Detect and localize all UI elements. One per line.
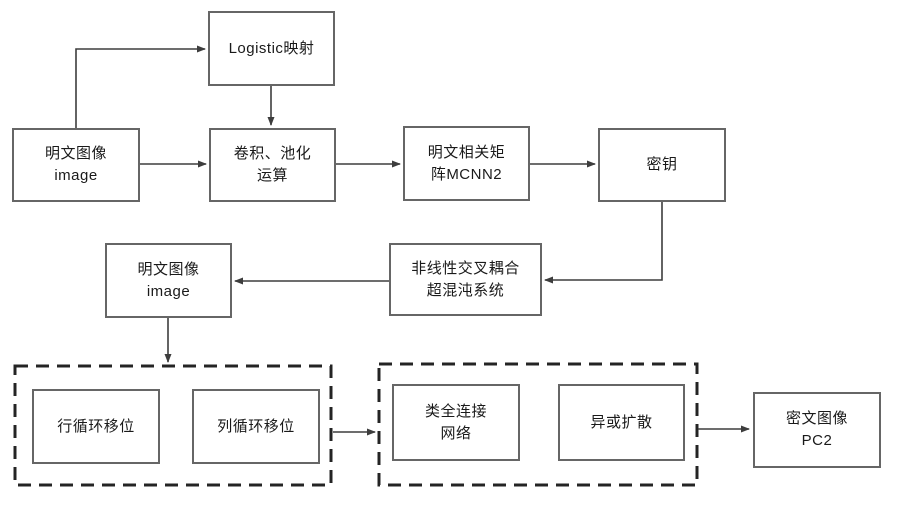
arrow-key-to-hyperchaos — [544, 202, 663, 284]
diffusion-group-dashed-box — [377, 362, 699, 487]
node-hyperchaotic-system-label: 非线性交叉耦合 超混沌系统 — [411, 259, 520, 299]
node-fully-connected-network-label: 类全连接 网络 — [424, 402, 487, 442]
node-plain-image-1-label: 明文图像 image — [44, 145, 107, 184]
node-cipher-image: 密文图像 PC2 — [753, 392, 881, 468]
permutation-group-dashed-box — [13, 364, 333, 487]
node-plaintext-correlation-matrix: 明文相关矩 阵MCNN2 — [403, 126, 530, 201]
node-secret-key-label: 密钥 — [646, 156, 678, 174]
node-column-circular-shift: 列循环移位 — [192, 389, 320, 464]
node-row-circular-shift-label: 行循环移位 — [57, 417, 135, 435]
node-conv-pool-label: 卷积、池化 运算 — [233, 145, 312, 184]
node-hyperchaotic-system: 非线性交叉耦合 超混沌系统 — [389, 243, 542, 316]
node-row-circular-shift: 行循环移位 — [32, 389, 160, 464]
node-conv-pool: 卷积、池化 运算 — [209, 128, 336, 202]
node-column-circular-shift-label: 列循环移位 — [217, 417, 295, 435]
node-logistic-map: Logistic映射 — [208, 11, 335, 86]
node-plain-image-2-label: 明文图像 image — [137, 260, 200, 300]
node-plain-image-2: 明文图像 image — [105, 243, 232, 318]
node-plaintext-correlation-matrix-label: 明文相关矩 阵MCNN2 — [427, 143, 506, 183]
node-cipher-image-label: 密文图像 PC2 — [785, 410, 848, 449]
node-plain-image-1: 明文图像 image — [12, 128, 140, 202]
node-secret-key: 密钥 — [598, 128, 726, 202]
node-logistic-map-label: Logistic映射 — [228, 39, 315, 57]
node-fully-connected-network: 类全连接 网络 — [392, 384, 520, 461]
node-xor-diffusion-label: 异或扩散 — [590, 413, 653, 431]
node-xor-diffusion: 异或扩散 — [558, 384, 685, 461]
arrow-plain-image-to-logistic — [75, 45, 206, 128]
